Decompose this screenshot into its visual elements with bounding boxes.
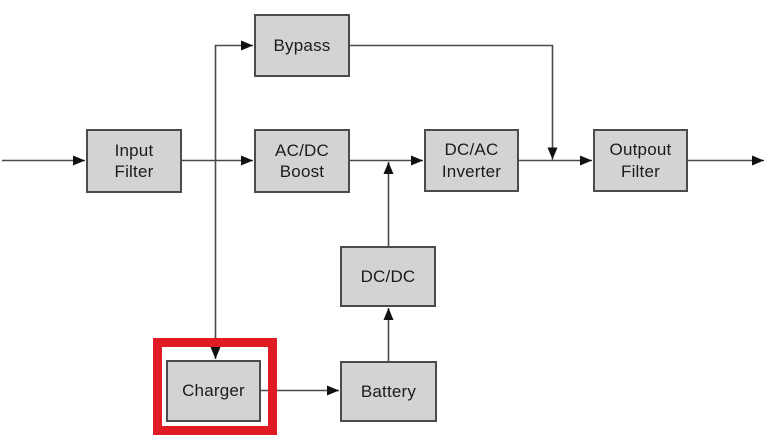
node-battery: Battery	[340, 361, 437, 422]
node-charger: Charger	[166, 360, 261, 422]
node-input-filter: Input Filter	[86, 129, 182, 193]
node-acdc-boost: AC/DC Boost	[254, 129, 350, 193]
node-dcac-inverter: DC/AC Inverter	[424, 129, 519, 192]
node-outpout-filter: Outpout Filter	[593, 129, 688, 192]
node-outpout-filter-label: Outpout Filter	[609, 140, 672, 181]
node-input-filter-label: Input Filter	[114, 140, 154, 181]
node-charger-label: Charger	[182, 381, 245, 401]
charger-highlight-box	[153, 338, 277, 435]
wire-tap-to-bypass	[214, 40, 253, 161]
node-acdc-boost-label: AC/DC Boost	[275, 140, 329, 181]
node-battery-label: Battery	[360, 381, 417, 401]
node-dcdc: DC/DC	[340, 246, 436, 307]
node-bypass: Bypass	[254, 14, 350, 77]
node-bypass-label: Bypass	[273, 35, 331, 55]
wire-bypass-to-output-line	[350, 44, 558, 160]
node-dcdc-label: DC/DC	[360, 266, 416, 286]
node-dcac-inverter-label: DC/AC Inverter	[441, 140, 502, 181]
